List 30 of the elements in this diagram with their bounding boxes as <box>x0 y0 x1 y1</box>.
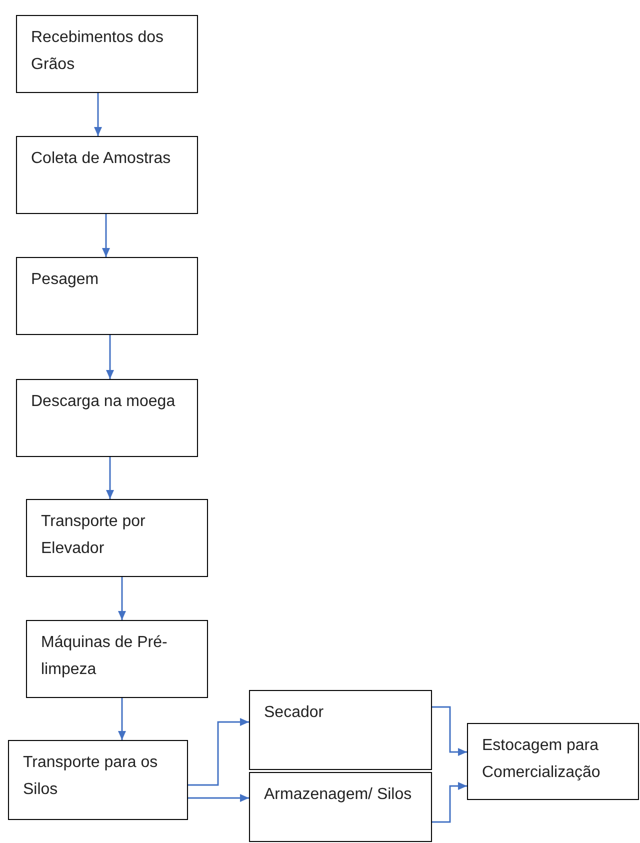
arrow <box>118 698 126 740</box>
process-box <box>26 620 208 698</box>
step-label: Armazenagem/ Silos <box>264 785 413 805</box>
step-label: Coleta de Amostras <box>31 149 172 169</box>
step-label: Pesagem <box>31 270 100 290</box>
arrow <box>432 706 467 756</box>
step-label: Estocagem para Comercialização <box>482 736 602 783</box>
step-label: Descarga na moega <box>31 392 176 412</box>
arrow <box>432 782 467 823</box>
arrow <box>106 335 114 379</box>
process-box <box>26 499 208 577</box>
process-box <box>16 379 198 457</box>
arrow <box>188 794 249 802</box>
process-box <box>16 257 198 335</box>
arrow <box>118 577 126 620</box>
arrow <box>94 93 102 136</box>
step-label: Transporte para os Silos <box>23 753 159 800</box>
step-label: Máquinas de Pré-limpeza <box>41 633 168 680</box>
process-box <box>249 772 432 842</box>
process-box <box>249 690 432 770</box>
arrow <box>102 214 110 257</box>
step-label: Recebimentos dos Grãos <box>31 28 165 75</box>
process-box <box>8 740 188 820</box>
step-label: Secador <box>264 703 325 723</box>
arrow <box>188 718 249 786</box>
step-label: Transporte por Elevador <box>41 512 146 559</box>
arrow <box>106 457 114 499</box>
process-box <box>16 136 198 214</box>
process-box <box>467 723 639 800</box>
process-box <box>16 15 198 93</box>
